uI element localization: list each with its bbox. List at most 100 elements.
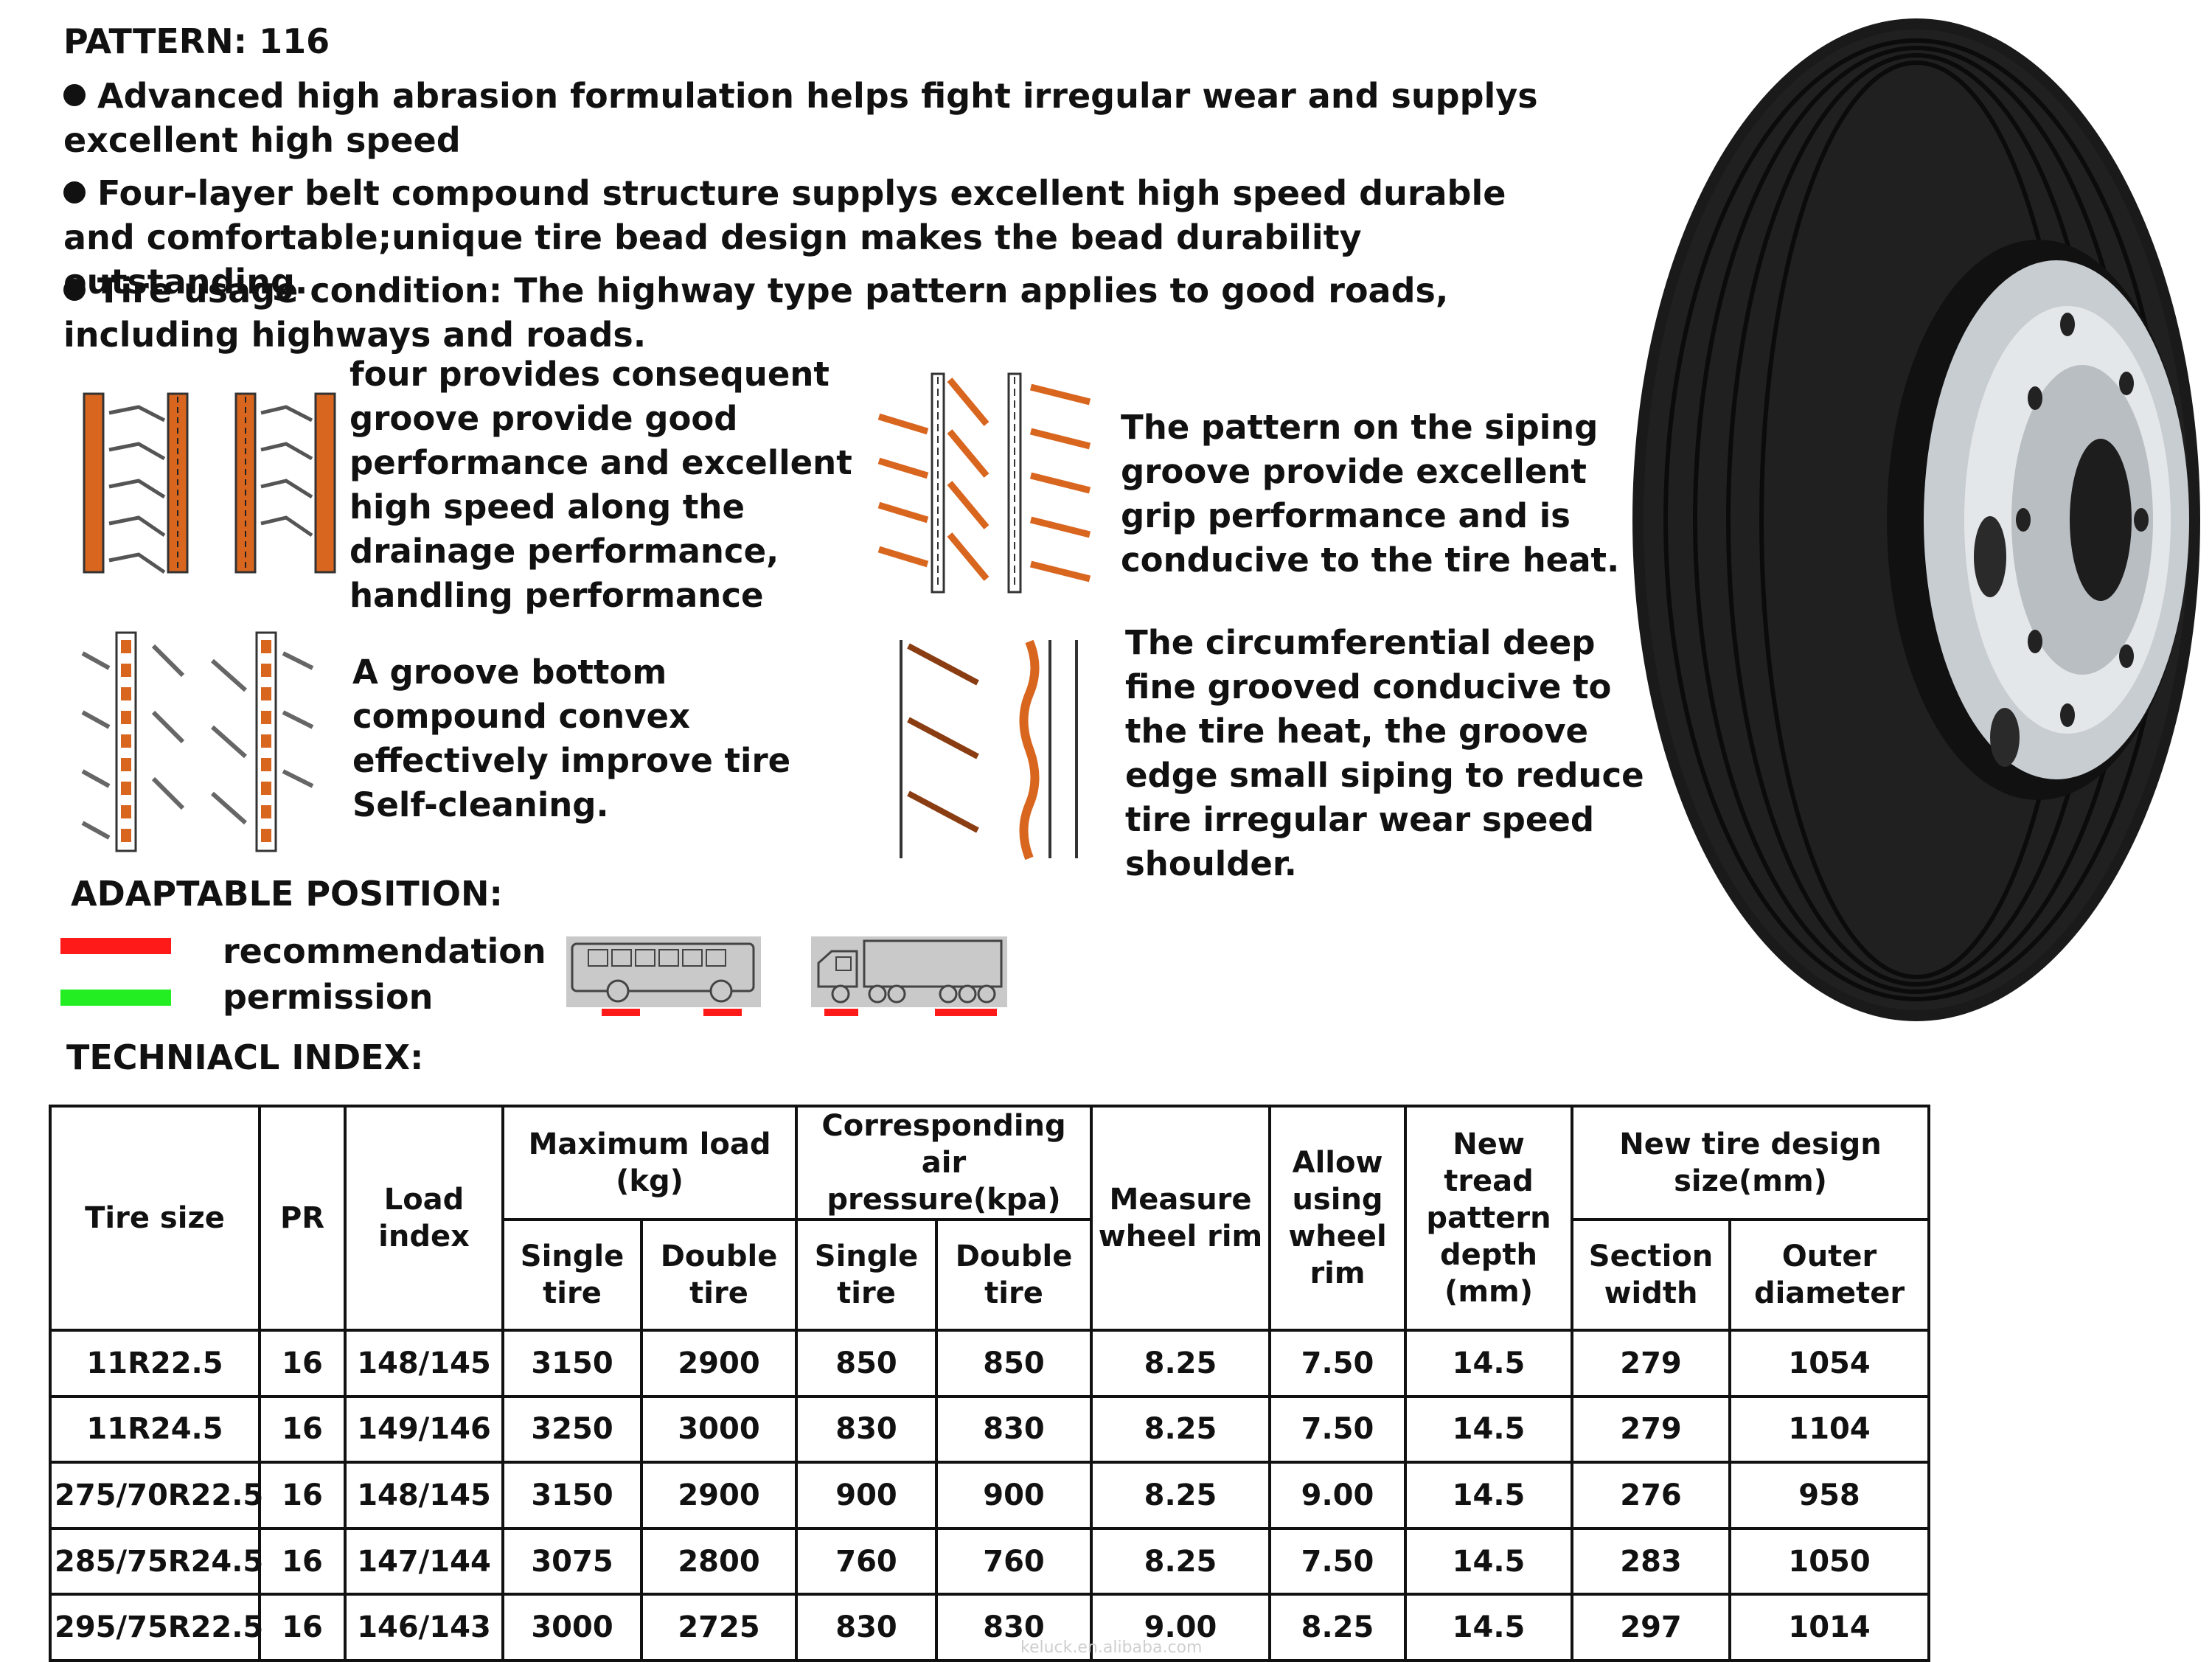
cell-pr: 16 [258, 1394, 347, 1464]
cell-load-index: 148/145 [344, 1329, 504, 1398]
bullet-dot-icon [63, 84, 86, 106]
cell-load-single: 3000 [501, 1593, 643, 1662]
groove-illustration-2 [877, 372, 1091, 594]
header-pressure-double: Double tire [935, 1218, 1093, 1332]
cell-section-width: 279 [1571, 1329, 1732, 1398]
header-tire-size: Tire size [49, 1105, 261, 1332]
header-max-load: Maximum load (kg) [501, 1105, 799, 1221]
feature-bullet-2: Four-layer belt compound structure suppl… [63, 173, 1506, 302]
cell-section-width: 297 [1571, 1593, 1732, 1662]
cell-load-index: 148/145 [344, 1461, 504, 1530]
truck-position-icon [811, 936, 1007, 1016]
technical-index-table: Tire size PR Load index Maximum load (kg… [49, 1105, 1931, 1662]
cell-pressure-double: 830 [935, 1593, 1093, 1662]
header-load-index: Load index [344, 1105, 504, 1332]
cell-pressure-single: 830 [795, 1593, 939, 1662]
cell-load-double: 3000 [639, 1394, 799, 1464]
header-pressure-single: Single tire [795, 1218, 939, 1332]
permission-swatch [60, 990, 171, 1006]
header-section-width: Section width [1571, 1218, 1732, 1332]
header-design-size: New tire design size(mm) [1571, 1105, 1931, 1221]
header-pr: PR [258, 1105, 347, 1332]
cell-tire-size: 285/75R24.5 [49, 1526, 263, 1596]
header-load-single: Single tire [501, 1218, 643, 1332]
cell-section-width: 279 [1571, 1394, 1732, 1464]
cell-tread-depth: 14.5 [1404, 1526, 1574, 1596]
groove-description-4: The circumferential deep fine grooved co… [1125, 623, 1644, 883]
groove-description-3: A groove bottom compound convex effectiv… [352, 653, 791, 824]
cell-tread-depth: 14.5 [1404, 1593, 1574, 1662]
cell-pressure-single: 760 [795, 1526, 939, 1596]
cell-load-double: 2725 [639, 1593, 799, 1662]
feature-bullet-3: Tire usage condition: The highway type p… [63, 271, 1449, 355]
cell-pressure-double: 900 [935, 1461, 1093, 1530]
cell-outer-diameter: 1014 [1728, 1593, 1931, 1662]
feature-bullet-1: Advanced high abrasion formulation helps… [63, 76, 1538, 160]
header-allow-rim: Allow using wheel rim [1268, 1105, 1408, 1332]
cell-allow-rim: 7.50 [1268, 1526, 1408, 1596]
cell-load-index: 146/143 [344, 1593, 504, 1662]
bullet-dot-icon [63, 279, 86, 301]
groove-illustration-4 [900, 639, 1078, 860]
cell-load-single: 3075 [501, 1526, 643, 1596]
cell-tire-size: 11R24.5 [49, 1394, 261, 1464]
adaptable-position-title: ADAPTABLE POSITION: [71, 874, 503, 914]
permission-label: permission [223, 977, 434, 1017]
cell-measure-rim: 8.25 [1090, 1526, 1272, 1596]
cell-pressure-double: 760 [935, 1526, 1093, 1596]
cell-allow-rim: 7.50 [1268, 1329, 1408, 1398]
cell-tread-depth: 14.5 [1404, 1329, 1574, 1398]
recommendation-label: recommendation [223, 931, 546, 971]
groove-description-1: four provides consequent groove provide … [349, 355, 852, 615]
cell-load-double: 2900 [639, 1461, 799, 1530]
recommendation-swatch [60, 938, 171, 954]
cell-pressure-single: 850 [795, 1329, 939, 1398]
cell-outer-diameter: 1104 [1728, 1394, 1931, 1464]
cell-load-double: 2800 [639, 1526, 799, 1596]
tire-product-image [1632, 18, 2200, 1021]
bullet-dot-icon [63, 181, 86, 204]
cell-tire-size: 275/70R22.5 [49, 1461, 263, 1530]
cell-allow-rim: 7.50 [1268, 1394, 1408, 1464]
groove-description-2: The pattern on the siping groove provide… [1121, 408, 1620, 580]
groove-illustration-1 [83, 392, 336, 574]
header-tread-depth: New tread pattern depth (mm) [1404, 1105, 1574, 1332]
cell-pressure-single: 830 [795, 1394, 939, 1464]
cell-load-index: 149/146 [344, 1394, 504, 1464]
cell-tread-depth: 14.5 [1404, 1394, 1574, 1464]
cell-section-width: 276 [1571, 1461, 1732, 1530]
cell-pr: 16 [258, 1526, 347, 1596]
cell-section-width: 283 [1571, 1526, 1732, 1596]
cell-tire-size: 295/75R22.5 [49, 1593, 263, 1662]
groove-illustration-3 [81, 631, 314, 852]
cell-tread-depth: 14.5 [1404, 1461, 1574, 1530]
cell-measure-rim: 8.25 [1090, 1394, 1272, 1464]
table-header-row-2: Single tire Double tire Single tire Doub… [50, 1218, 1931, 1332]
cell-pressure-double: 850 [935, 1329, 1093, 1398]
table-header-row-1: Tire size PR Load index Maximum load (kg… [49, 1105, 1931, 1332]
technical-index-title: TECHNIACL INDEX: [66, 1037, 424, 1077]
header-measure-rim: Measure wheel rim [1090, 1105, 1272, 1332]
cell-pressure-single: 900 [795, 1461, 939, 1530]
cell-outer-diameter: 1050 [1728, 1526, 1931, 1596]
cell-load-single: 3250 [501, 1394, 643, 1464]
cell-load-index: 147/144 [344, 1526, 504, 1596]
watermark: keluck.en.alibaba.com [1020, 1638, 1203, 1657]
header-air-pressure: Corresponding air pressure(kpa) [795, 1105, 1093, 1221]
cell-tire-size: 11R22.5 [49, 1329, 261, 1398]
cell-pr: 16 [258, 1593, 347, 1662]
cell-pressure-double: 830 [935, 1394, 1093, 1464]
bus-position-icon [566, 936, 761, 1016]
cell-allow-rim: 9.00 [1268, 1461, 1408, 1530]
cell-measure-rim: 8.25 [1090, 1461, 1272, 1530]
pattern-title: PATTERN: 116 [63, 21, 330, 61]
cell-load-double: 2900 [639, 1329, 799, 1398]
cell-pr: 16 [258, 1461, 347, 1530]
cell-load-single: 3150 [501, 1461, 643, 1530]
